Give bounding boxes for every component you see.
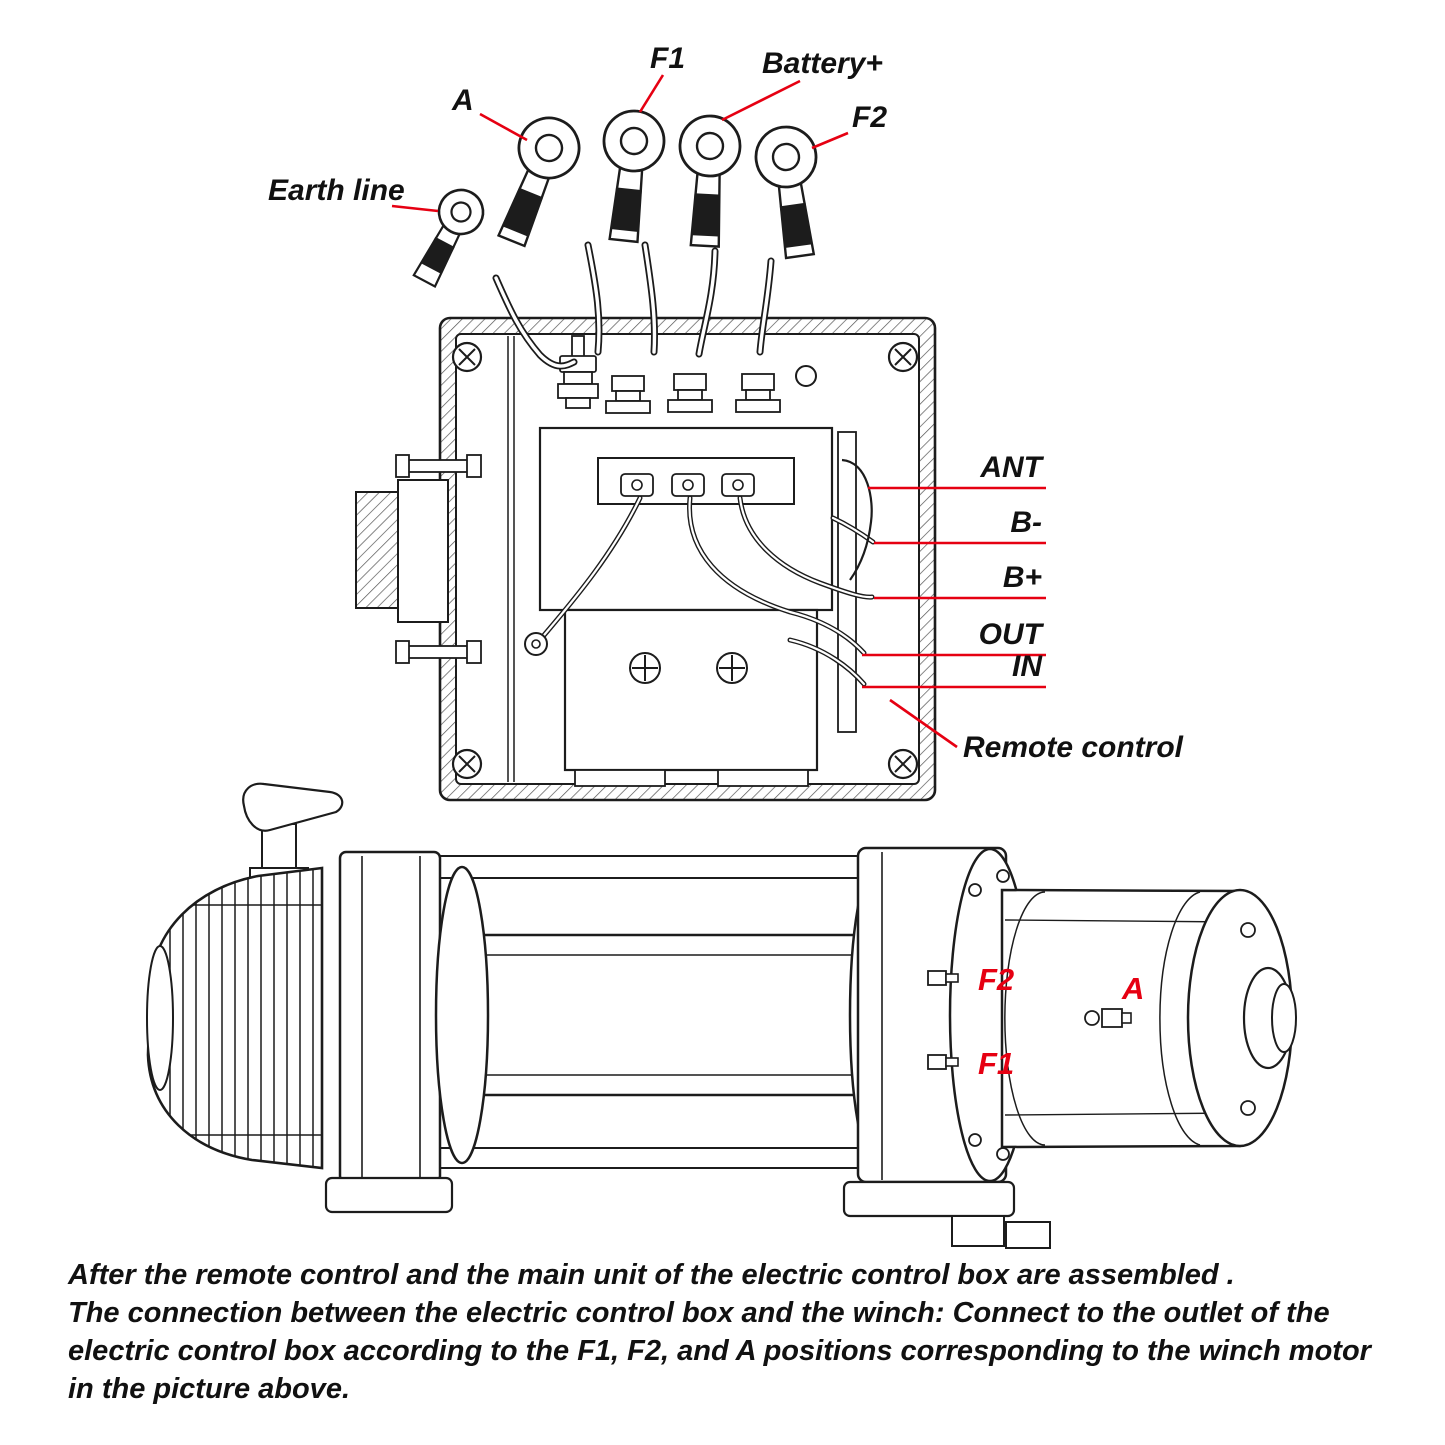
receiver-unit xyxy=(563,608,819,772)
label-motor-a: A xyxy=(1121,971,1144,1006)
winch-assembly: F2 A F1 xyxy=(146,782,1297,1249)
label-earth-line: Earth line xyxy=(268,174,405,207)
caption-line-4: in the picture above. xyxy=(68,1373,350,1405)
ring-terminal-f2 xyxy=(754,125,818,260)
ring-terminal-battery xyxy=(678,114,742,248)
control-terminals xyxy=(620,473,755,497)
caption: After the remote control and the main un… xyxy=(68,1256,1418,1408)
solenoid-pack xyxy=(538,426,857,787)
motor-stud-a xyxy=(1084,1008,1132,1028)
caption-line-2: The connection between the electric cont… xyxy=(68,1297,1330,1329)
top-labels: A F1 Battery+ F2 Earth line xyxy=(268,42,887,213)
label-motor-f2: F2 xyxy=(978,962,1014,997)
lug-wires xyxy=(492,241,775,370)
antenna-wire xyxy=(841,458,873,581)
bracket-bolt-top xyxy=(395,454,482,478)
label-in: IN xyxy=(1012,650,1043,683)
label-remote-control: Remote control xyxy=(963,731,1184,764)
bracket-bolt-bottom xyxy=(395,640,482,664)
winch-motor xyxy=(1000,888,1297,1149)
label-b-plus: B+ xyxy=(1003,561,1042,594)
side-labels: ANT B- B+ OUT IN Remote control xyxy=(862,451,1184,764)
label-f2: F2 xyxy=(852,101,887,134)
caption-line-3: electric control box according to the F1… xyxy=(68,1335,1371,1367)
internal-wires xyxy=(524,458,876,687)
corner-screw xyxy=(451,341,919,780)
label-f1: F1 xyxy=(650,42,685,75)
label-motor-f1: F1 xyxy=(978,1046,1014,1081)
ring-terminal-a xyxy=(496,116,581,248)
clutch-lever xyxy=(242,782,344,885)
gear-housing xyxy=(146,866,324,1170)
label-a: A xyxy=(451,84,474,117)
ring-terminal-f1 xyxy=(602,109,666,244)
ring-terminal-earth xyxy=(412,188,485,289)
terminal-studs xyxy=(557,335,781,414)
label-ant: ANT xyxy=(979,451,1044,484)
label-out: OUT xyxy=(979,618,1045,651)
label-battery: Battery+ xyxy=(762,47,883,80)
mounting-bracket xyxy=(355,454,482,664)
rope-drum xyxy=(434,863,904,1167)
motor-stud-f2 xyxy=(927,970,959,986)
caption-line-1: After the remote control and the main un… xyxy=(68,1259,1235,1291)
motor-stud-f1 xyxy=(927,1054,959,1070)
receiver-screws xyxy=(629,652,748,684)
drum-bracket-left xyxy=(324,850,454,1214)
label-b-minus: B- xyxy=(1010,506,1042,539)
